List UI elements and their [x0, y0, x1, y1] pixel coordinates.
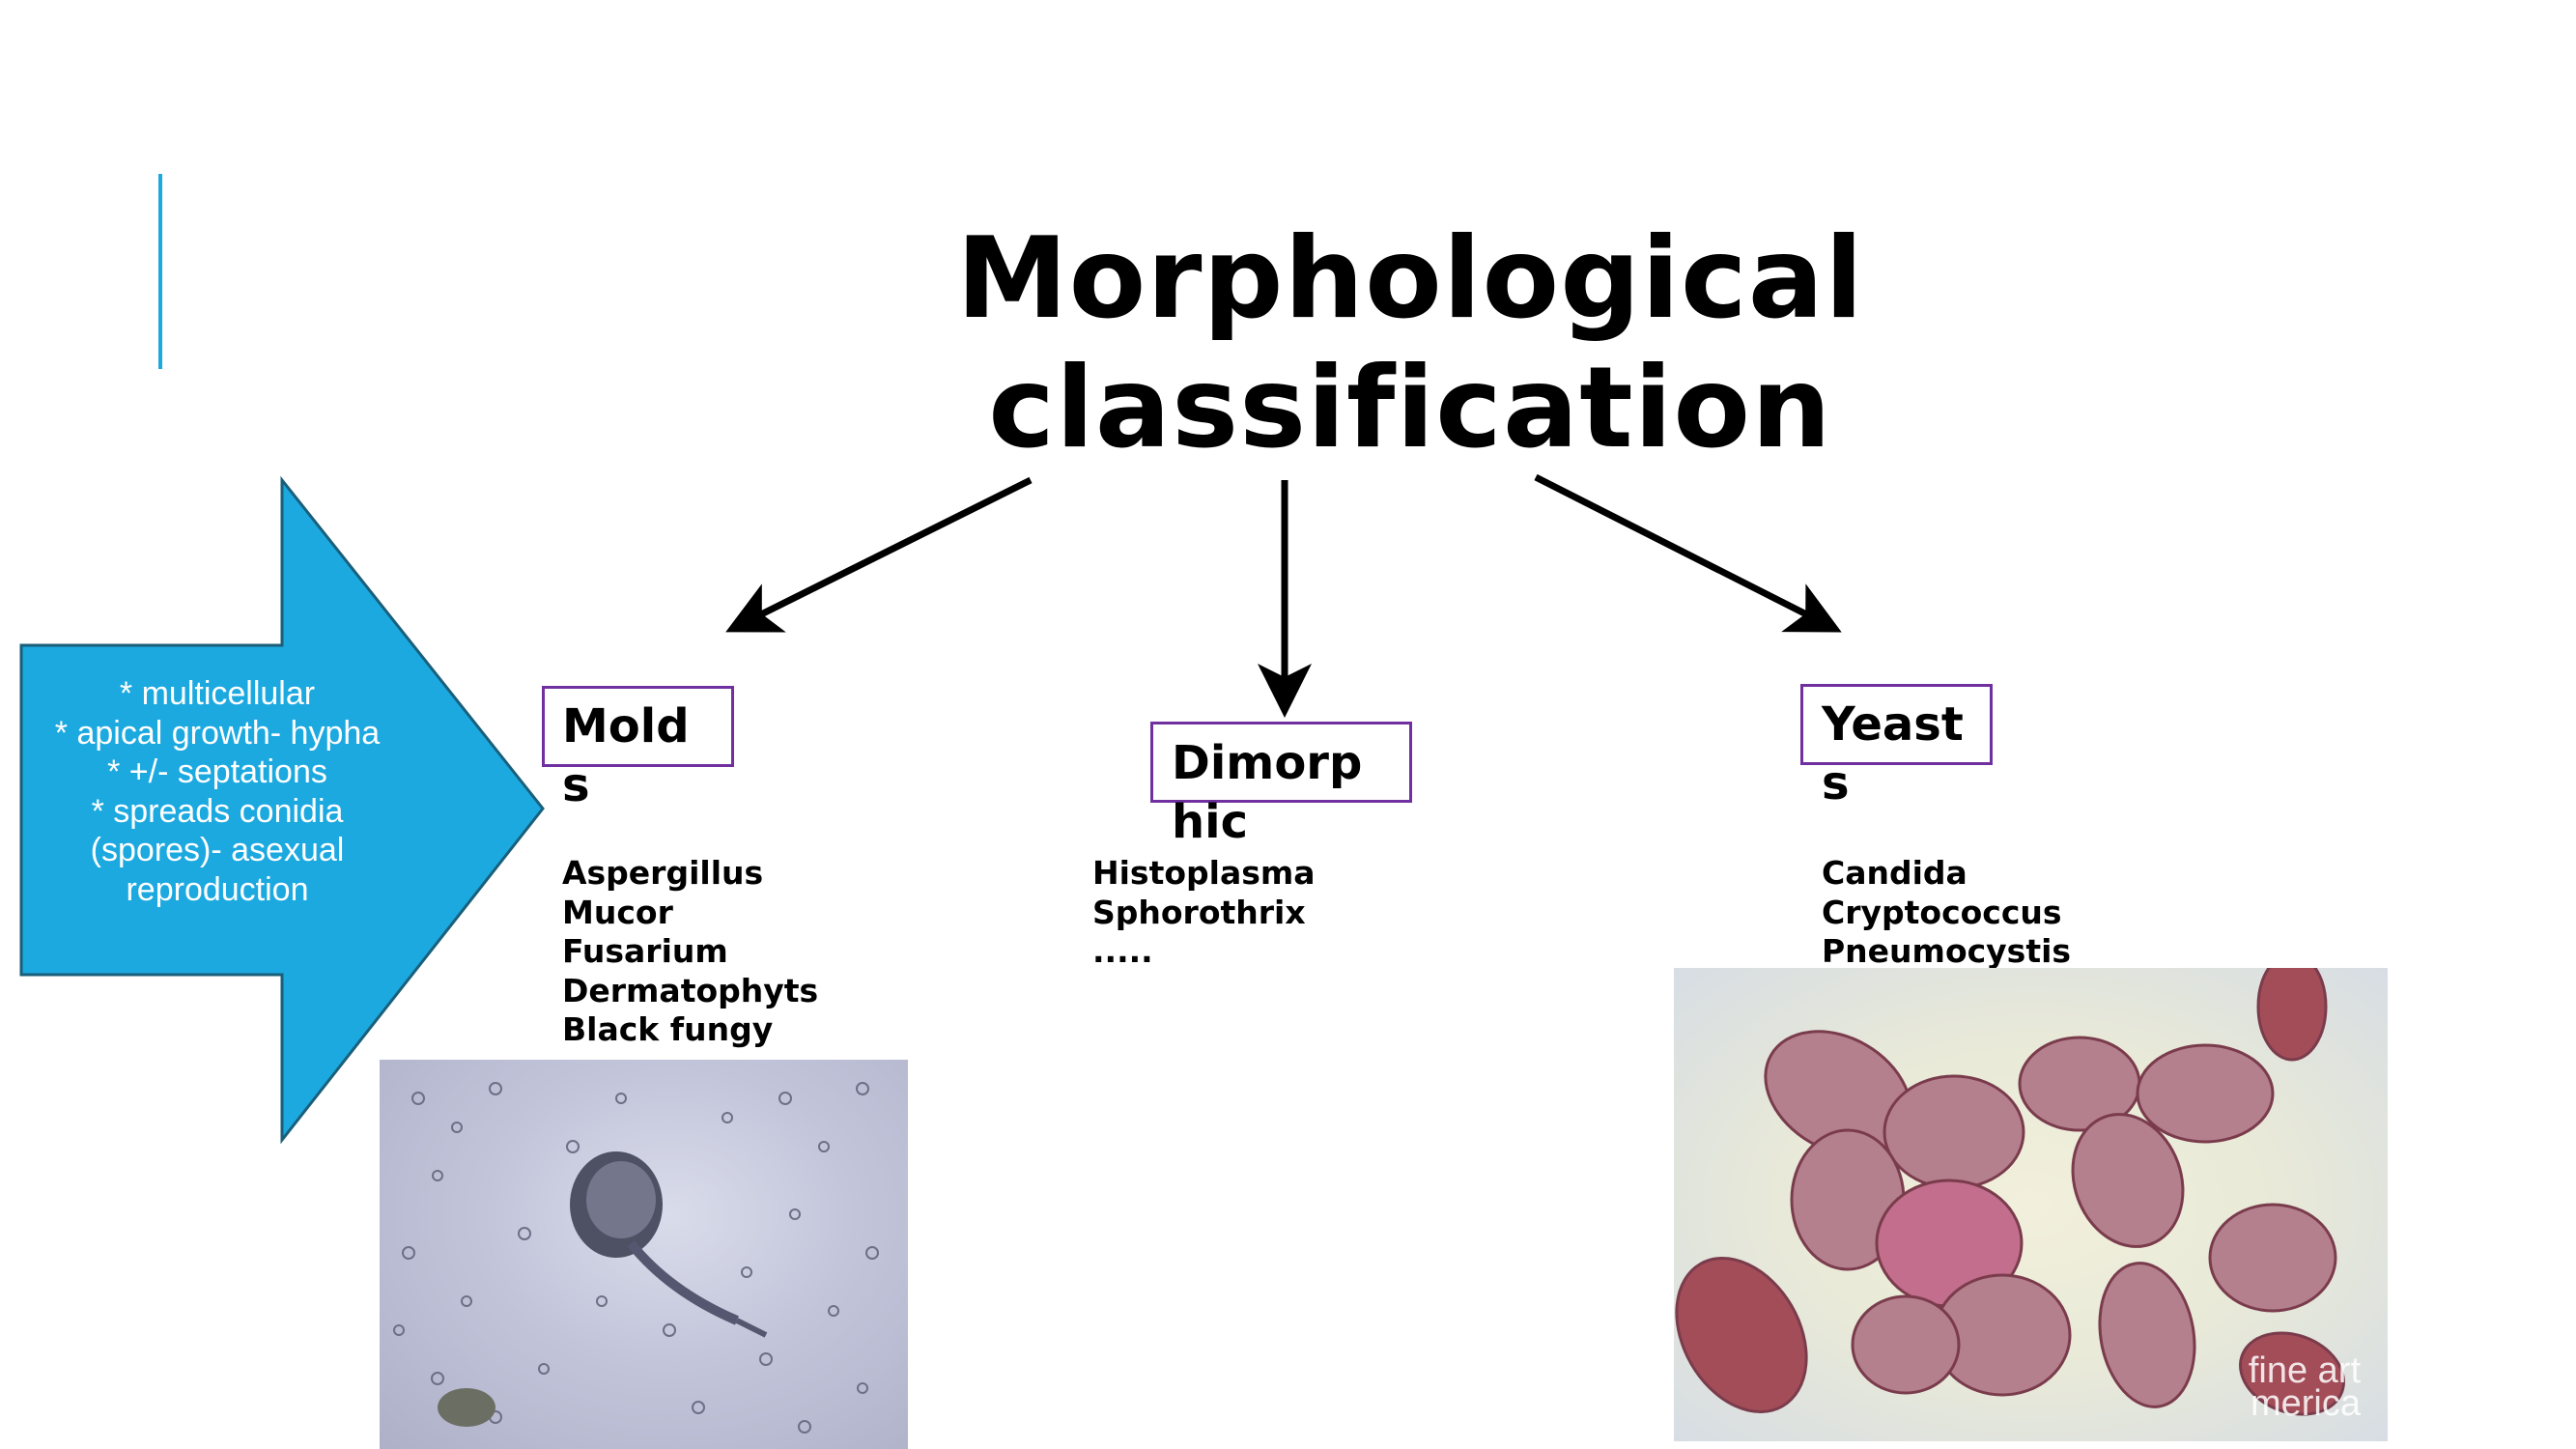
- feature-item: * spreads conidia: [91, 792, 344, 830]
- list-item: Sphorothrix: [1092, 893, 1306, 931]
- list-item: Pneumocystis: [1822, 932, 2072, 970]
- list-item: Candida: [1822, 854, 1967, 892]
- list-item: Aspergillus: [562, 854, 764, 892]
- feature-item: * apical growth- hypha: [54, 714, 381, 752]
- list-item: Histoplasma: [1092, 854, 1316, 892]
- features-arrow-shape: [19, 475, 545, 1145]
- feature-item: reproduction: [126, 870, 309, 908]
- list-item: .....: [1092, 932, 1153, 970]
- feature-item: * +/- septations: [107, 753, 327, 790]
- slide-title: Morphological classification: [918, 214, 1903, 473]
- arrow-to-yeasts: [1534, 473, 1842, 633]
- yeasts-label: Yeasts: [1822, 697, 1964, 810]
- dimorphic-label: Dimorphic: [1172, 736, 1363, 849]
- feature-item: * multicellular: [119, 675, 316, 712]
- title-line-1: Morphological: [956, 213, 1864, 344]
- yeasts-examples: Candida Cryptococcus Pneumocystis: [1822, 854, 2071, 972]
- molds-box: [542, 686, 734, 767]
- title-line-2: classification: [988, 343, 1832, 473]
- mold-micrograph-drawing: [393, 1082, 879, 1434]
- list-item: Dermatophyts: [562, 971, 819, 1009]
- molds-examples: Aspergillus Mucor Fusarium Dermatophyts …: [562, 854, 818, 1050]
- dimorphic-examples: Histoplasma Sphorothrix .....: [1092, 854, 1316, 972]
- list-item: Black fungy: [562, 1010, 774, 1048]
- yeast-micrograph-drawing: [1675, 968, 2345, 1416]
- list-item: Mucor: [562, 893, 673, 931]
- features-list: * multicellular * apical growth- hypha *…: [29, 674, 406, 909]
- yeasts-box: [1800, 684, 1993, 765]
- mold-micrograph: [380, 1060, 908, 1449]
- yeast-micrograph: fine art merica: [1674, 968, 2388, 1441]
- molds-label: Molds: [562, 699, 690, 812]
- accent-line: [158, 174, 162, 369]
- list-item: Fusarium: [562, 932, 728, 970]
- watermark: fine art merica: [2248, 1350, 2361, 1424]
- arrow-to-molds: [725, 476, 1033, 633]
- list-item: Cryptococcus: [1822, 893, 2062, 931]
- feature-item: (spores)- asexual: [90, 832, 345, 868]
- dimorphic-box: [1150, 722, 1412, 803]
